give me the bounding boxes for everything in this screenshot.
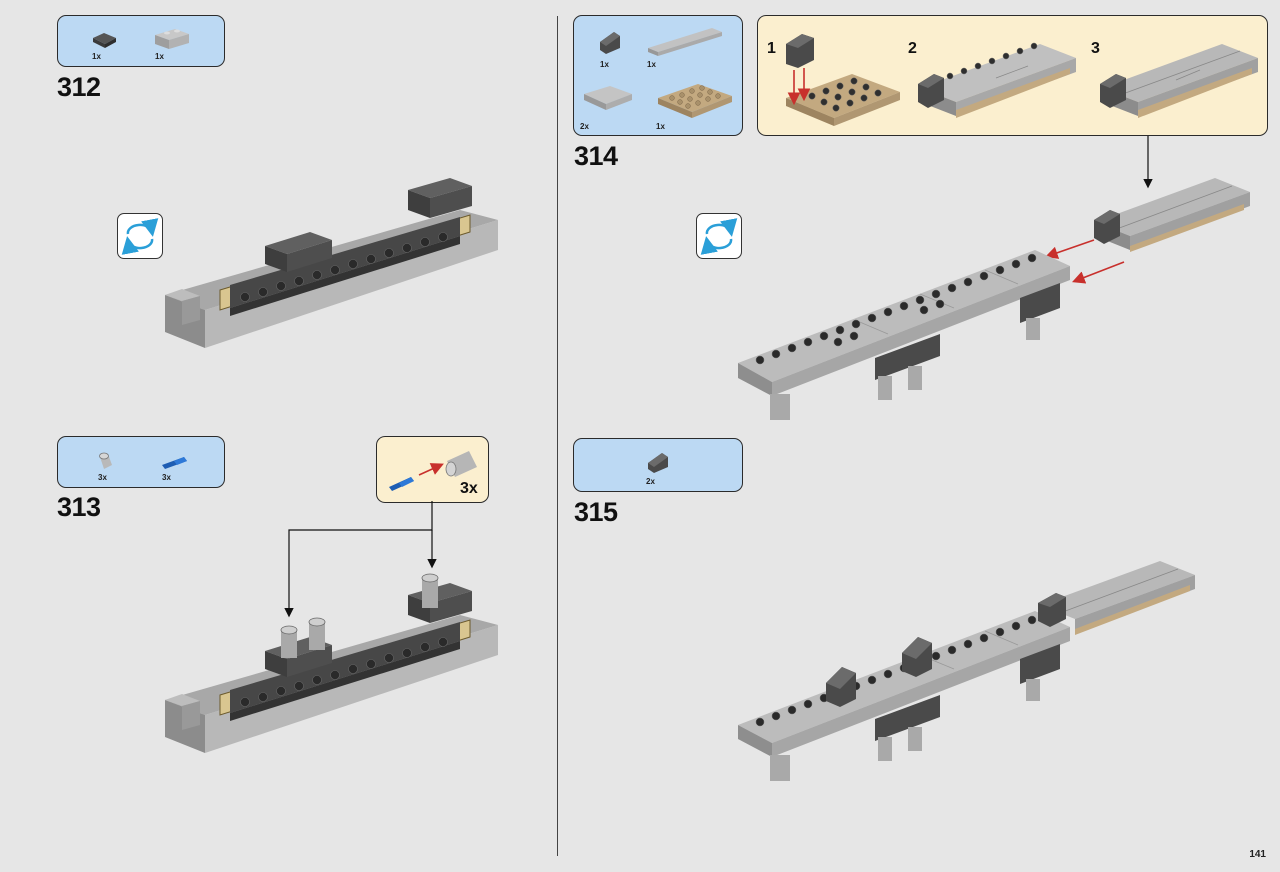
sub-step-number: 3 [1091,40,1100,57]
rotate-model-icon [696,213,742,259]
sub-step-number: 1 [767,40,776,57]
subassembly-callout-313: 3x [376,436,489,503]
model-step-314 [738,178,1250,420]
parts-callout-314: 1x 1x 2x 1x [573,15,743,136]
part-qty: 1x [656,122,665,131]
part-qty: 2x [580,122,589,131]
light-gray-long-tile-icon [648,28,722,56]
step-number: 312 [57,72,101,102]
step-number: 314 [574,141,618,171]
model-step-312 [165,178,498,348]
page-number: 141 [1249,849,1266,860]
part-qty: 2x [646,477,655,486]
callout-arrow-314 [1143,136,1153,189]
parts-callout-315: 2x [573,438,743,492]
sub-step-2-model [918,42,1076,118]
parts-callout-313: 3x 3x [57,436,225,488]
dark-gray-corner-plate-icon [93,33,116,48]
light-gray-pin-connector-icon [99,452,112,469]
part-qty: 3x [162,473,171,482]
sub-step-1-model [786,34,900,126]
step-number: 313 [57,492,101,522]
parts-callout-312: 1x 1x [57,15,225,67]
pin-into-connector-icon [389,451,477,491]
part-qty: 1x [92,52,101,61]
blue-technic-pin-icon [162,457,187,469]
part-qty: 1x [600,60,609,69]
light-gray-plate-tile-icon [584,86,632,110]
light-gray-brick-icon [155,29,189,49]
part-qty: 1x [155,52,164,61]
subassembly-callout-314: 1 2 3 [757,15,1268,136]
sub-step-number: 2 [908,40,917,57]
placement-arrows-313 [284,501,437,618]
dark-gray-slope-brick-icon [648,453,668,473]
model-step-313 [165,573,498,753]
dark-gray-slope-brick-icon [600,32,620,54]
part-qty: 1x [647,60,656,69]
sub-step-3-model [1100,44,1258,118]
page-divider [557,16,558,856]
tan-plate-icon [658,84,732,118]
step-number: 315 [574,497,618,527]
model-step-315 [738,561,1195,781]
multiplier-label: 3x [460,480,478,497]
part-qty: 3x [98,473,107,482]
rotate-model-icon [117,213,163,259]
